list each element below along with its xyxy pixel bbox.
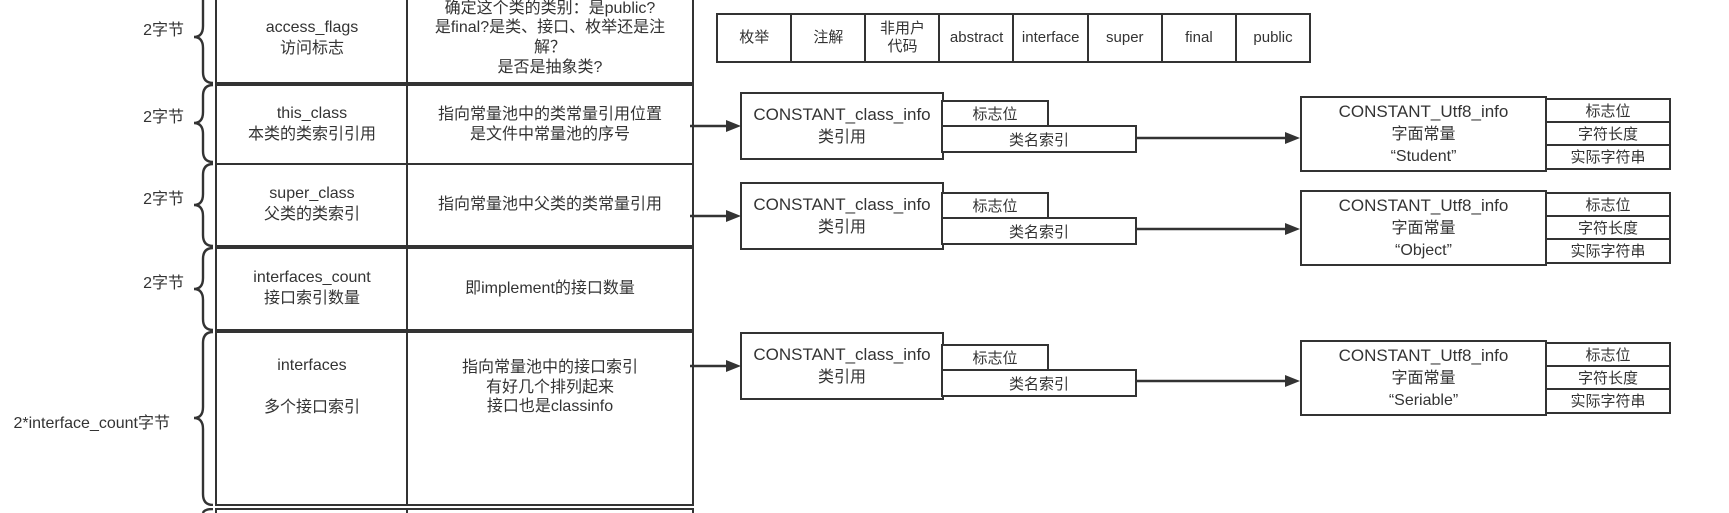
constant-class-info-box: CONSTANT_class_info 类引用 [740,92,944,160]
field-description-cell: 指向常量池中父类的类常量引用 [406,163,694,247]
node-subtitle: 类引用 [817,368,866,386]
field-name-cell: interfaces_count 接口索引数量 [215,247,409,331]
node-subtitle: 类引用 [817,218,866,236]
utf8-field-label: 字符长度 [1545,215,1671,241]
access-flags-options-strip: 枚举 注解 非用户代码 abstract interface super fin… [716,13,1312,63]
constant-utf8-info-box: CONSTANT_Utf8_info 字面常量 “Student” [1300,96,1547,172]
brace-icon [193,331,214,506]
utf8-field-label: 字符长度 [1545,365,1671,391]
flag-bit-tag: 标志位 [941,344,1049,371]
field-name-cell: access_flags 访问标志 [215,0,409,84]
utf8-field-label: 实际字符串 [1545,238,1671,264]
next-row-partial [215,508,409,513]
flag-option: abstract [938,13,1015,63]
arrow-right-icon [690,120,741,132]
flag-option: public [1234,13,1312,63]
flag-option: interface [1012,13,1089,63]
flag-option: super [1086,13,1164,63]
utf8-field-stack: 标志位 字符长度 实际字符串 [1545,98,1671,170]
row-size-label: 2字节 [143,191,184,208]
class-name-index-tag: 类名索引 [941,125,1137,153]
node-subtitle: 字面常量 [1391,369,1456,387]
utf8-field-stack: 标志位 字符长度 实际字符串 [1545,192,1671,264]
node-title: CONSTANT_class_info [753,195,931,215]
utf8-field-label: 实际字符串 [1545,144,1671,170]
constant-utf8-info-box: CONSTANT_Utf8_info 字面常量 “Seriable” [1300,340,1547,416]
brace-icon [193,0,214,84]
field-name-cell: super_class 父类的类索引 [215,163,409,247]
utf8-field-label: 标志位 [1545,98,1671,124]
node-title: CONSTANT_Utf8_info [1338,196,1509,216]
arrow-right-icon [1135,375,1300,387]
node-subtitle: 类引用 [817,128,866,146]
node-subtitle: 字面常量 [1391,219,1456,237]
class-name-index-tag: 类名索引 [941,369,1137,397]
constant-utf8-info-box: CONSTANT_Utf8_info 字面常量 “Object” [1300,190,1547,266]
row-size-label: 2*interface_count字节 [13,415,170,432]
arrow-right-icon [1135,132,1300,144]
utf8-literal: “Student” [1390,147,1457,165]
flag-option: 注解 [790,13,867,63]
field-name-cell: interfaces 多个接口索引 [215,331,409,506]
utf8-field-label: 标志位 [1545,342,1671,368]
row-size-label: 2字节 [143,22,184,39]
field-name-cell: this_class 本类的类索引引用 [215,84,409,165]
utf8-literal: “Seriable” [1388,391,1459,409]
flag-option: 枚举 [716,13,793,63]
brace-icon [193,163,214,247]
class-name-index-tag: 类名索引 [941,217,1137,245]
node-title: CONSTANT_Utf8_info [1338,102,1509,122]
flag-bit-tag: 标志位 [941,100,1049,127]
utf8-field-label: 实际字符串 [1545,388,1671,414]
field-description-cell: 指向常量池中的接口索引 有好几个排列起来 接口也是classinfo [406,331,694,506]
constant-class-info-box: CONSTANT_class_info 类引用 [740,182,944,250]
utf8-field-label: 字符长度 [1545,121,1671,147]
utf8-field-stack: 标志位 字符长度 实际字符串 [1545,342,1671,414]
node-title: CONSTANT_Utf8_info [1338,346,1509,366]
node-subtitle: 字面常量 [1391,125,1456,143]
row-size-label: 2字节 [143,275,184,292]
flag-option: 非用户代码 [864,13,941,63]
flag-bit-tag: 标志位 [941,192,1049,219]
brace-icon [193,84,214,163]
node-title: CONSTANT_class_info [753,345,931,365]
arrow-right-icon [690,210,741,222]
next-row-partial [406,508,694,513]
flag-option: final [1160,13,1238,63]
row-size-label: 2字节 [143,109,184,126]
field-description-cell: 确定这个类的类别：是public? 是final?是类、接口、枚举还是注 解？ … [406,0,694,84]
field-description-cell: 即implement的接口数量 [406,247,694,331]
field-description-cell: 指向常量池中的类常量引用位置 是文件中常量池的序号 [406,84,694,165]
utf8-field-label: 标志位 [1545,192,1671,218]
node-title: CONSTANT_class_info [753,105,931,125]
constant-class-info-box: CONSTANT_class_info 类引用 [740,332,944,400]
arrow-right-icon [1135,223,1300,235]
arrow-right-icon [690,360,741,372]
brace-icon [201,508,214,513]
utf8-literal: “Object” [1395,241,1452,259]
brace-icon [193,247,214,331]
